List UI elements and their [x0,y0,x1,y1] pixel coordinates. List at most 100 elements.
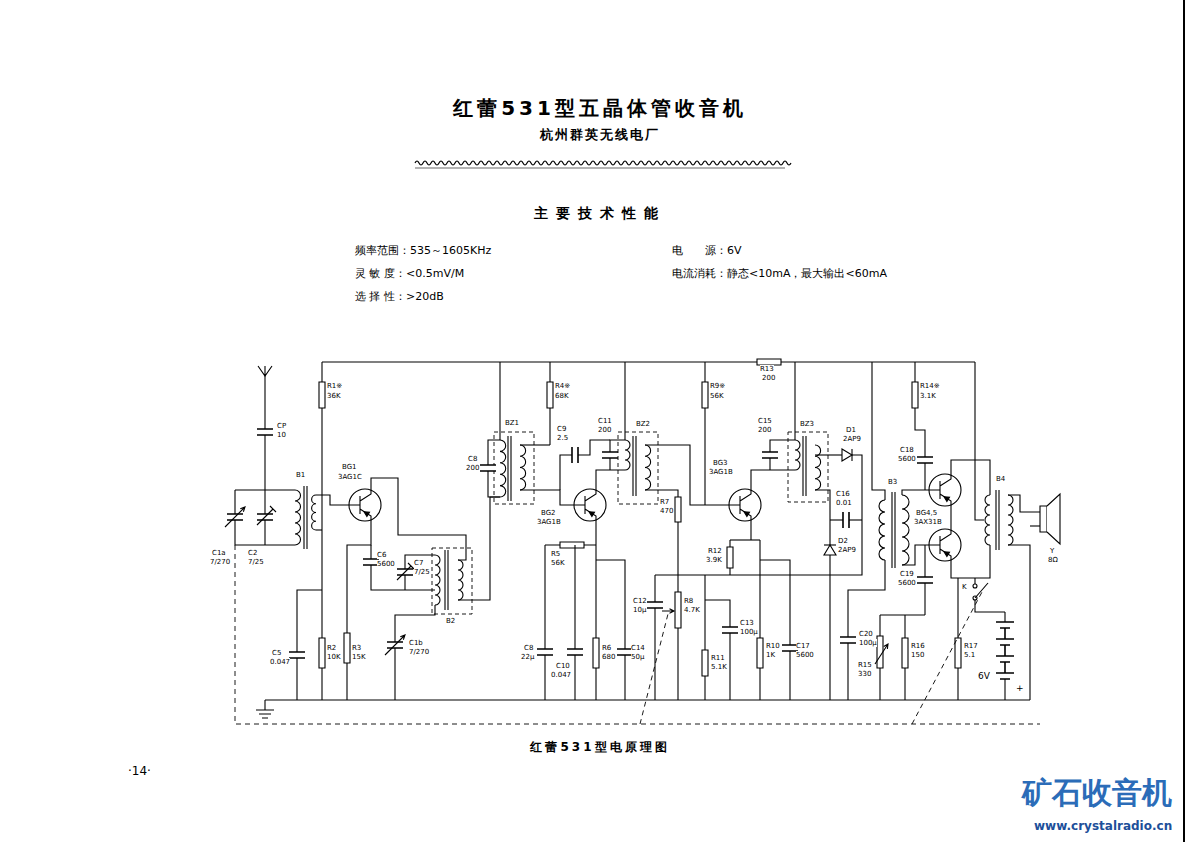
component-label: CP [277,422,286,430]
label-holder: C9 [557,426,566,433]
component-label: BZ3 [800,420,814,428]
resistor-symbol [344,633,350,663]
ornament-rule [415,161,791,165]
capacitor-symbol [572,447,578,463]
resistor-symbol [319,382,325,408]
label-holder: 10K [327,654,341,661]
label-holder: R12 [708,548,722,555]
label-holder: 杭州群英无线电厂 [540,128,660,141]
capacitor-symbol [602,452,618,458]
component-label: R4※ [555,382,570,390]
capacitor-symbol [647,602,663,608]
label-holder: C11 [598,418,612,425]
label-holder: C13 [740,620,754,627]
component-label: 7/25 [248,558,264,566]
component-label: 200 [762,374,775,382]
component-label: C2 [248,549,257,557]
label-holder: R2 [327,645,336,652]
ornament-rule [415,168,785,169]
label-holder: 矿石收音机 [1022,778,1172,808]
component-label: R15 [858,661,872,669]
spec-line: 频率范围：535～1605KHz [355,244,491,257]
label-holder: 50μ [631,654,644,661]
transformer-core [633,436,636,496]
resistor-symbol [912,382,918,408]
shield-box [618,432,658,504]
component-label: R14※ [920,382,940,390]
component-label: 3AX31B [914,518,942,526]
capacitor-symbol [917,457,933,463]
resistor-symbol [757,638,763,668]
resistor-symbol [902,638,908,668]
label-holder: 7/270 [409,649,429,656]
resistor-symbol [955,638,961,668]
component-label: C19 [900,570,914,578]
label-holder: C19 [900,571,914,578]
transistor-symbol [574,489,606,521]
component-label: C10 [556,662,570,670]
speaker-symbol [1040,506,1047,532]
label-holder: BG4,5 [916,510,937,517]
capacitor-symbol [567,649,583,655]
wire [316,495,349,505]
component-label: R13 [760,365,774,373]
wire [815,490,830,700]
wire [975,362,984,520]
component-label: BG4,5 [916,509,937,517]
figure-caption: 红蕾531型电原理图 [530,740,669,754]
component-label: 36K [327,392,341,400]
spec-line: 选 择 性：>20dB [355,290,444,303]
component-label: 200 [758,426,771,434]
component-label: D1 [846,426,856,434]
component-label: BG2 [541,509,556,517]
wire [975,600,1005,612]
resistor-symbol [547,382,553,408]
wire [560,440,610,490]
label-holder: 3AX31B [914,519,942,526]
page-edge [1183,0,1185,842]
label-holder: C10 [556,663,570,670]
emitter-arrow [744,512,750,517]
wire [781,361,975,362]
coil-symbol [500,440,506,497]
coil-symbol [985,495,990,545]
label-holder: C20 [859,631,873,638]
shield-box [494,432,534,504]
resistor-symbol [877,636,883,668]
wire [751,470,795,488]
component-label: C17 [796,642,810,650]
adjust-arrow [875,644,888,664]
component-label: 5600 [796,651,814,659]
label-holder: R1※ [327,383,342,390]
wire [704,575,705,700]
label-holder: ·14· [128,765,151,777]
diode-symbol [842,449,852,461]
wire [395,605,435,700]
resistor-symbol [593,638,599,668]
label-holder: 56K [710,393,724,400]
label-holder: 7/270 [210,559,230,566]
label-holder: 7/25 [414,569,430,576]
label-holder: 3AG1C [338,474,362,481]
component-label: C8 [524,644,533,652]
capacitor-symbol [722,627,738,633]
label-holder: 68K [555,393,569,400]
component-label: R1※ [327,382,342,390]
coil-symbol [645,445,651,490]
component-label: 7/25 [414,568,430,576]
wire [1030,525,1040,526]
component-label: R6 [602,644,611,652]
component-label: C7 [414,559,423,567]
capacitor-gap [840,637,856,643]
wire [750,522,751,540]
wire [1004,679,1005,700]
label-holder: 10 [277,432,286,439]
coil-symbol [879,500,885,560]
component-label: R10 [766,642,780,650]
component-label: BG3 [713,459,728,467]
component-label: 3.1K [920,392,936,400]
component-label: 3AG1B [537,518,561,526]
component-label: 7/270 [409,648,429,656]
component-label: 200 [598,426,611,434]
